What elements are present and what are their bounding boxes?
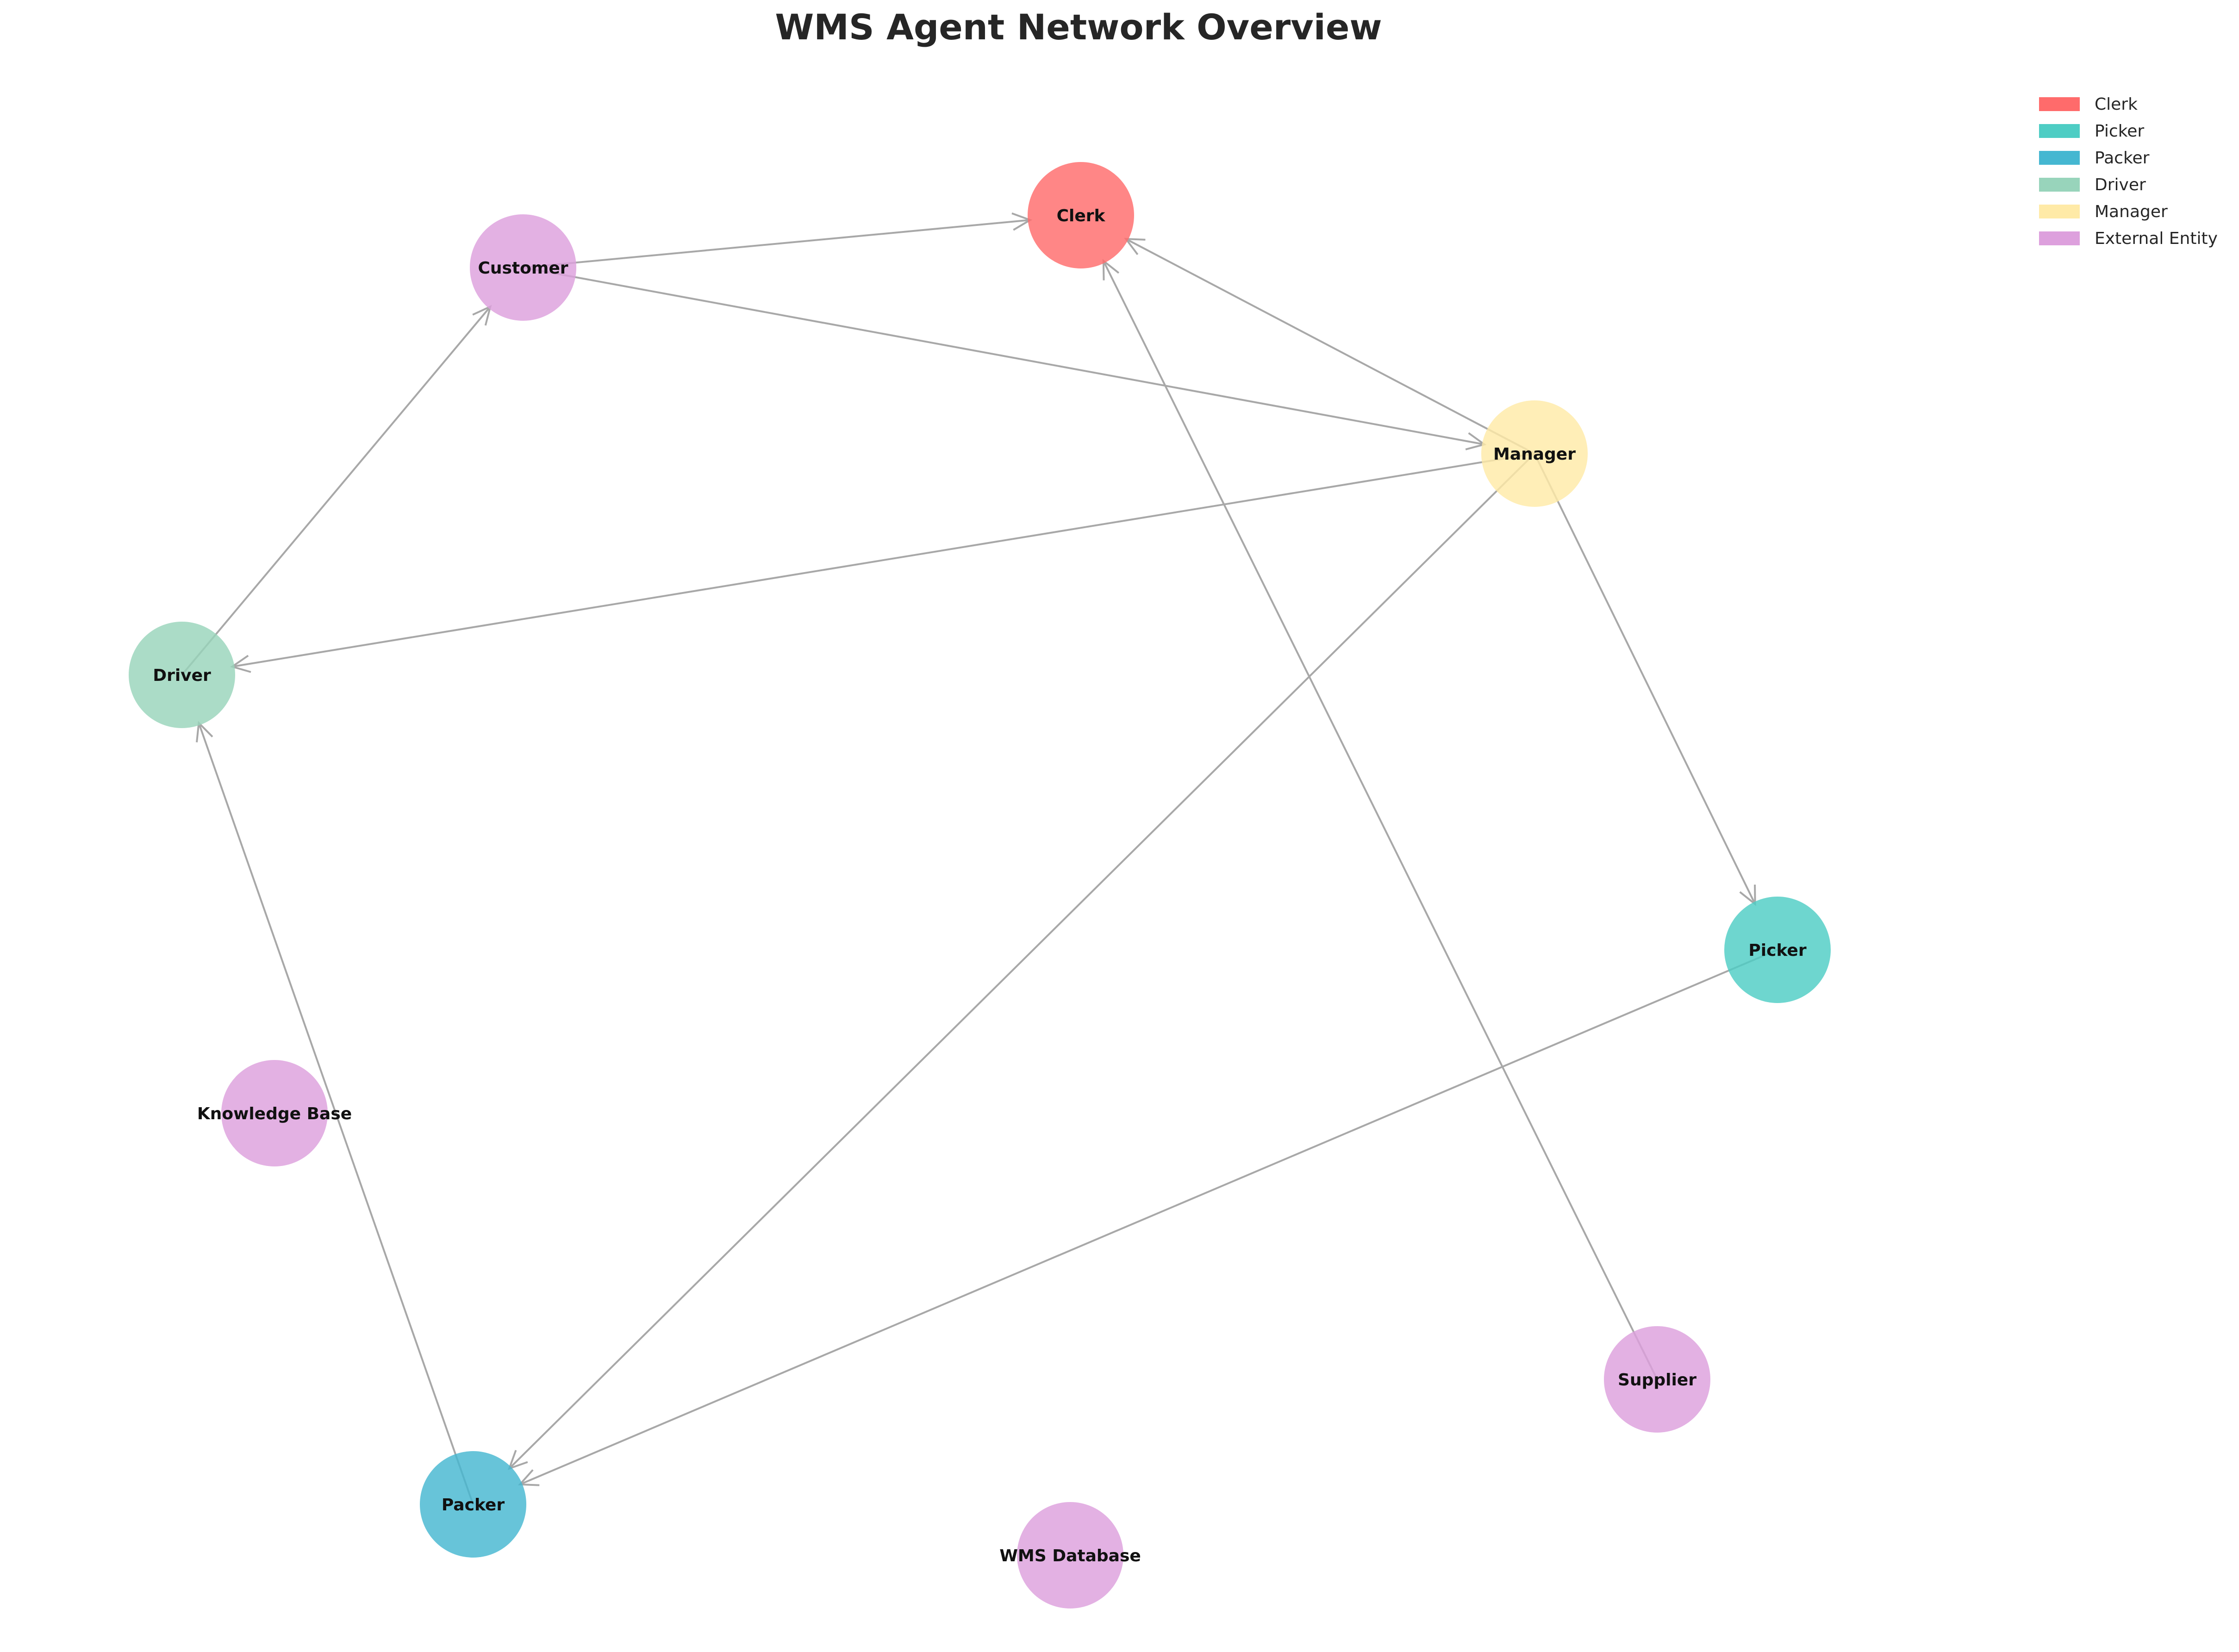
legend-label: Manager	[2095, 202, 2168, 221]
node-label: Supplier	[1618, 1371, 1696, 1390]
edge-line	[232, 453, 1535, 668]
edge-line	[519, 949, 1778, 1485]
legend-swatch	[2039, 124, 2080, 138]
node-label: Driver	[153, 666, 211, 685]
node-knowledge-base[interactable]: Knowledge Base	[197, 1060, 352, 1166]
legend-swatch	[2039, 151, 2080, 165]
edge-driver-to-customer	[181, 305, 492, 676]
node-supplier[interactable]: Supplier	[1604, 1326, 1710, 1433]
edge-picker-to-packer	[518, 949, 1778, 1486]
node-label: WMS Database	[999, 1546, 1141, 1565]
node-label: Picker	[1748, 941, 1806, 960]
legend-item-packer: Packer	[2039, 149, 2150, 168]
edge-line	[523, 267, 1485, 446]
edge-manager-to-packer	[507, 453, 1535, 1470]
node-circle	[221, 1060, 328, 1166]
node-label: Packer	[442, 1496, 505, 1515]
edge-line	[1103, 260, 1658, 1380]
legend-label: Picker	[2095, 122, 2144, 141]
nodes-layer: ClerkCustomerManagerDriverPickerKnowledg…	[129, 162, 1831, 1608]
node-label: Customer	[478, 259, 568, 278]
edge-manager-to-driver	[230, 453, 1535, 673]
legend-swatch	[2039, 231, 2080, 245]
legend-label: Driver	[2095, 175, 2146, 194]
node-circle	[1481, 400, 1588, 507]
edges-layer	[181, 212, 1778, 1505]
node-circle	[1724, 897, 1831, 1003]
node-circle	[470, 214, 576, 321]
node-circle	[1604, 1326, 1710, 1433]
legend-swatch	[2039, 205, 2080, 218]
edge-line	[508, 453, 1535, 1470]
node-clerk[interactable]: Clerk	[1028, 162, 1134, 268]
legend-item-manager: Manager	[2039, 202, 2168, 221]
edge-manager-to-clerk	[1124, 237, 1535, 455]
legend-label: Packer	[2095, 149, 2150, 168]
edge-line	[1125, 238, 1535, 455]
node-label: Knowledge Base	[197, 1104, 352, 1123]
legend-label: External Entity	[2095, 229, 2218, 248]
edge-line	[523, 219, 1030, 268]
node-customer[interactable]: Customer	[470, 214, 576, 321]
node-circle	[420, 1451, 526, 1558]
legend-item-picker: Picker	[2039, 122, 2144, 141]
node-wms-database[interactable]: WMS Database	[999, 1502, 1141, 1608]
diagram-title: WMS Agent Network Overview	[775, 6, 1382, 48]
edge-line	[198, 723, 474, 1505]
edge-customer-to-clerk	[523, 212, 1033, 268]
legend-item-clerk: Clerk	[2039, 95, 2138, 114]
legend-item-external-entity: External Entity	[2039, 229, 2218, 248]
legend-swatch	[2039, 178, 2080, 192]
edge-customer-to-manager	[523, 267, 1487, 450]
edge-line	[1534, 453, 1756, 905]
edge-line	[181, 306, 491, 676]
node-driver[interactable]: Driver	[129, 622, 235, 728]
node-circle	[129, 622, 235, 728]
legend-label: Clerk	[2095, 95, 2138, 114]
node-label: Clerk	[1057, 206, 1106, 225]
node-label: Manager	[1493, 445, 1576, 464]
node-manager[interactable]: Manager	[1481, 400, 1588, 507]
node-circle	[1017, 1502, 1123, 1608]
node-picker[interactable]: Picker	[1724, 897, 1831, 1003]
legend-swatch	[2039, 97, 2080, 111]
edge-manager-to-picker	[1534, 453, 1756, 906]
legend-item-driver: Driver	[2039, 175, 2146, 194]
node-packer[interactable]: Packer	[420, 1451, 526, 1558]
node-circle	[1028, 162, 1134, 268]
